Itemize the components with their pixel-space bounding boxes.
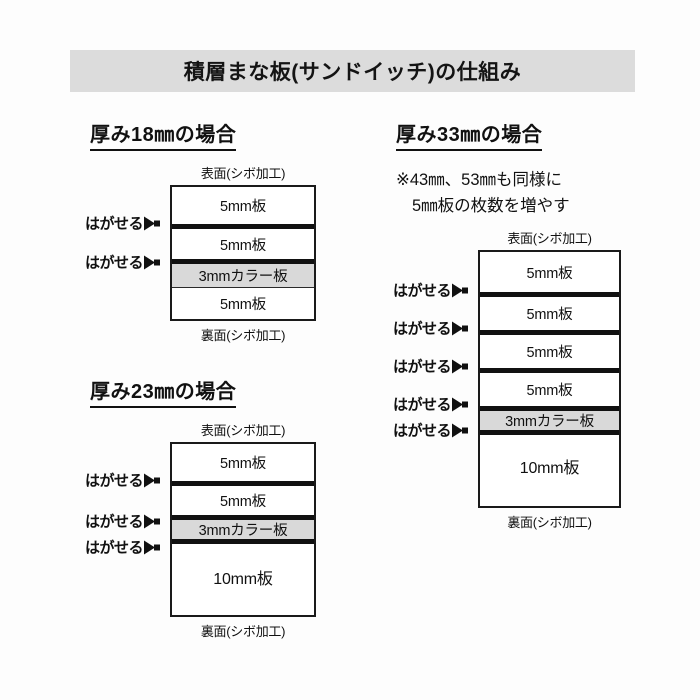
layer-label: 3mmカラー板 bbox=[505, 414, 594, 430]
arrow-stem bbox=[154, 518, 161, 524]
stack-box-33mm: 5mm板 5mm板 5mm板 5mm板 3mmカラー板 10mm板 bbox=[478, 250, 621, 508]
peel-label: はがせる bbox=[393, 422, 452, 440]
layer-label: 5mm板 bbox=[220, 199, 266, 215]
section-33mm-note: ※43㎜、53㎜も同様に 5㎜板の枚数を増やす bbox=[396, 168, 570, 219]
layer-18mm-2: 5mm板 bbox=[172, 224, 314, 259]
layer-18mm-3-color: 3mmカラー板 bbox=[172, 259, 314, 287]
peel-marker-18mm-2: はがせる bbox=[85, 252, 161, 273]
peel-label: はがせる bbox=[85, 472, 144, 490]
layer-23mm-4: 10mm板 bbox=[172, 539, 314, 610]
right-arrow-icon bbox=[452, 359, 464, 373]
peel-marker-23mm-1: はがせる bbox=[85, 470, 161, 491]
peel-label: はがせる bbox=[393, 358, 452, 376]
layer-23mm-1: 5mm板 bbox=[172, 444, 314, 481]
section-33mm-heading-wrap: 厚み33㎜の場合 bbox=[396, 118, 543, 151]
note-line-1: ※43㎜、53㎜も同様に bbox=[396, 171, 563, 189]
section-18mm-heading-wrap: 厚み18㎜の場合 bbox=[90, 118, 237, 151]
peel-label: はがせる bbox=[393, 320, 452, 338]
layer-label: 5mm板 bbox=[526, 307, 573, 323]
right-arrow-icon bbox=[452, 423, 464, 437]
arrow-stem bbox=[154, 220, 161, 226]
right-arrow-icon bbox=[452, 283, 464, 297]
layer-label: 10mm板 bbox=[519, 459, 580, 477]
peel-marker-23mm-3: はがせる bbox=[85, 537, 161, 558]
peel-marker-33mm-1: はがせる bbox=[393, 280, 469, 301]
right-arrow-icon bbox=[144, 216, 156, 230]
peel-marker-33mm-2: はがせる bbox=[393, 318, 469, 339]
section-heading-33mm: 厚み33㎜の場合 bbox=[396, 118, 543, 151]
layer-33mm-5-color: 3mmカラー板 bbox=[480, 406, 619, 430]
layer-label: 5mm板 bbox=[526, 383, 573, 399]
stack-box-23mm: 5mm板 5mm板 3mmカラー板 10mm板 bbox=[170, 442, 316, 617]
peel-marker-18mm-1: はがせる bbox=[85, 213, 161, 234]
layer-18mm-4: 5mm板 bbox=[172, 287, 314, 319]
page-title-band: 積層まな板(サンドイッチ)の仕組み bbox=[70, 50, 635, 92]
front-face-label-23mm: 表面(シボ加工) bbox=[200, 423, 286, 438]
peel-marker-33mm-3: はがせる bbox=[393, 356, 469, 377]
back-face-label-23mm: 裏面(シボ加工) bbox=[200, 624, 286, 639]
arrow-stem bbox=[154, 544, 161, 550]
peel-label: はがせる bbox=[85, 539, 144, 557]
layer-label: 5mm板 bbox=[526, 265, 573, 282]
layer-33mm-1: 5mm板 bbox=[480, 252, 619, 292]
front-face-label-33mm: 表面(シボ加工) bbox=[507, 231, 592, 246]
peel-marker-33mm-5: はがせる bbox=[393, 420, 469, 441]
right-arrow-icon bbox=[452, 321, 464, 335]
layer-23mm-3-color: 3mmカラー板 bbox=[172, 515, 314, 539]
layer-label: 5mm板 bbox=[220, 237, 266, 254]
peel-marker-23mm-2: はがせる bbox=[85, 511, 161, 532]
section-heading-18mm: 厚み18㎜の場合 bbox=[90, 118, 237, 151]
section-heading-23mm: 厚み23㎜の場合 bbox=[90, 375, 237, 408]
note-line-2: 5㎜板の枚数を増やす bbox=[412, 196, 570, 215]
peel-label: はがせる bbox=[85, 215, 144, 233]
page-title: 積層まな板(サンドイッチ)の仕組み bbox=[183, 61, 522, 84]
layer-label: 5mm板 bbox=[526, 345, 573, 361]
peel-marker-33mm-4: はがせる bbox=[393, 394, 469, 415]
front-face-label-18mm: 表面(シボ加工) bbox=[200, 166, 286, 181]
peel-label: はがせる bbox=[393, 282, 452, 300]
right-arrow-icon bbox=[144, 540, 156, 554]
arrow-stem bbox=[462, 363, 469, 369]
back-face-label-18mm: 裏面(シボ加工) bbox=[200, 328, 286, 343]
stack-33mm: 表面(シボ加工) 5mm板 5mm板 5mm板 5mm板 3mmカラー板 10m… bbox=[478, 228, 621, 531]
back-face-label-33mm: 裏面(シボ加工) bbox=[507, 515, 592, 530]
right-arrow-icon bbox=[452, 397, 464, 411]
layer-label: 5mm板 bbox=[220, 456, 266, 472]
right-arrow-icon bbox=[144, 514, 156, 528]
layer-label: 5mm板 bbox=[220, 297, 266, 313]
peel-label: はがせる bbox=[393, 396, 452, 414]
arrow-stem bbox=[154, 477, 161, 483]
layer-label: 3mmカラー板 bbox=[198, 523, 288, 539]
stack-18mm: 表面(シボ加工) 5mm板 5mm板 3mmカラー板 5mm板 裏面(シボ加工) bbox=[170, 163, 316, 344]
arrow-stem bbox=[154, 259, 161, 265]
layer-33mm-4: 5mm板 bbox=[480, 368, 619, 406]
layer-33mm-3: 5mm板 bbox=[480, 330, 619, 368]
layer-33mm-2: 5mm板 bbox=[480, 292, 619, 330]
arrow-stem bbox=[462, 427, 469, 433]
arrow-stem bbox=[462, 325, 469, 331]
peel-label: はがせる bbox=[85, 254, 144, 272]
layer-label: 3mmカラー板 bbox=[198, 269, 288, 285]
layer-23mm-2: 5mm板 bbox=[172, 481, 314, 515]
arrow-stem bbox=[462, 401, 469, 407]
right-arrow-icon bbox=[144, 255, 156, 269]
right-arrow-icon bbox=[144, 473, 156, 487]
layer-label: 10mm板 bbox=[213, 571, 273, 588]
stack-23mm: 表面(シボ加工) 5mm板 5mm板 3mmカラー板 10mm板 裏面(シボ加工… bbox=[170, 420, 316, 640]
layer-label: 5mm板 bbox=[220, 494, 266, 510]
layer-18mm-1: 5mm板 bbox=[172, 187, 314, 224]
stack-box-18mm: 5mm板 5mm板 3mmカラー板 5mm板 bbox=[170, 185, 316, 321]
section-23mm-heading-wrap: 厚み23㎜の場合 bbox=[90, 375, 237, 408]
arrow-stem bbox=[462, 287, 469, 293]
layer-33mm-6: 10mm板 bbox=[480, 430, 619, 496]
peel-label: はがせる bbox=[85, 513, 144, 531]
